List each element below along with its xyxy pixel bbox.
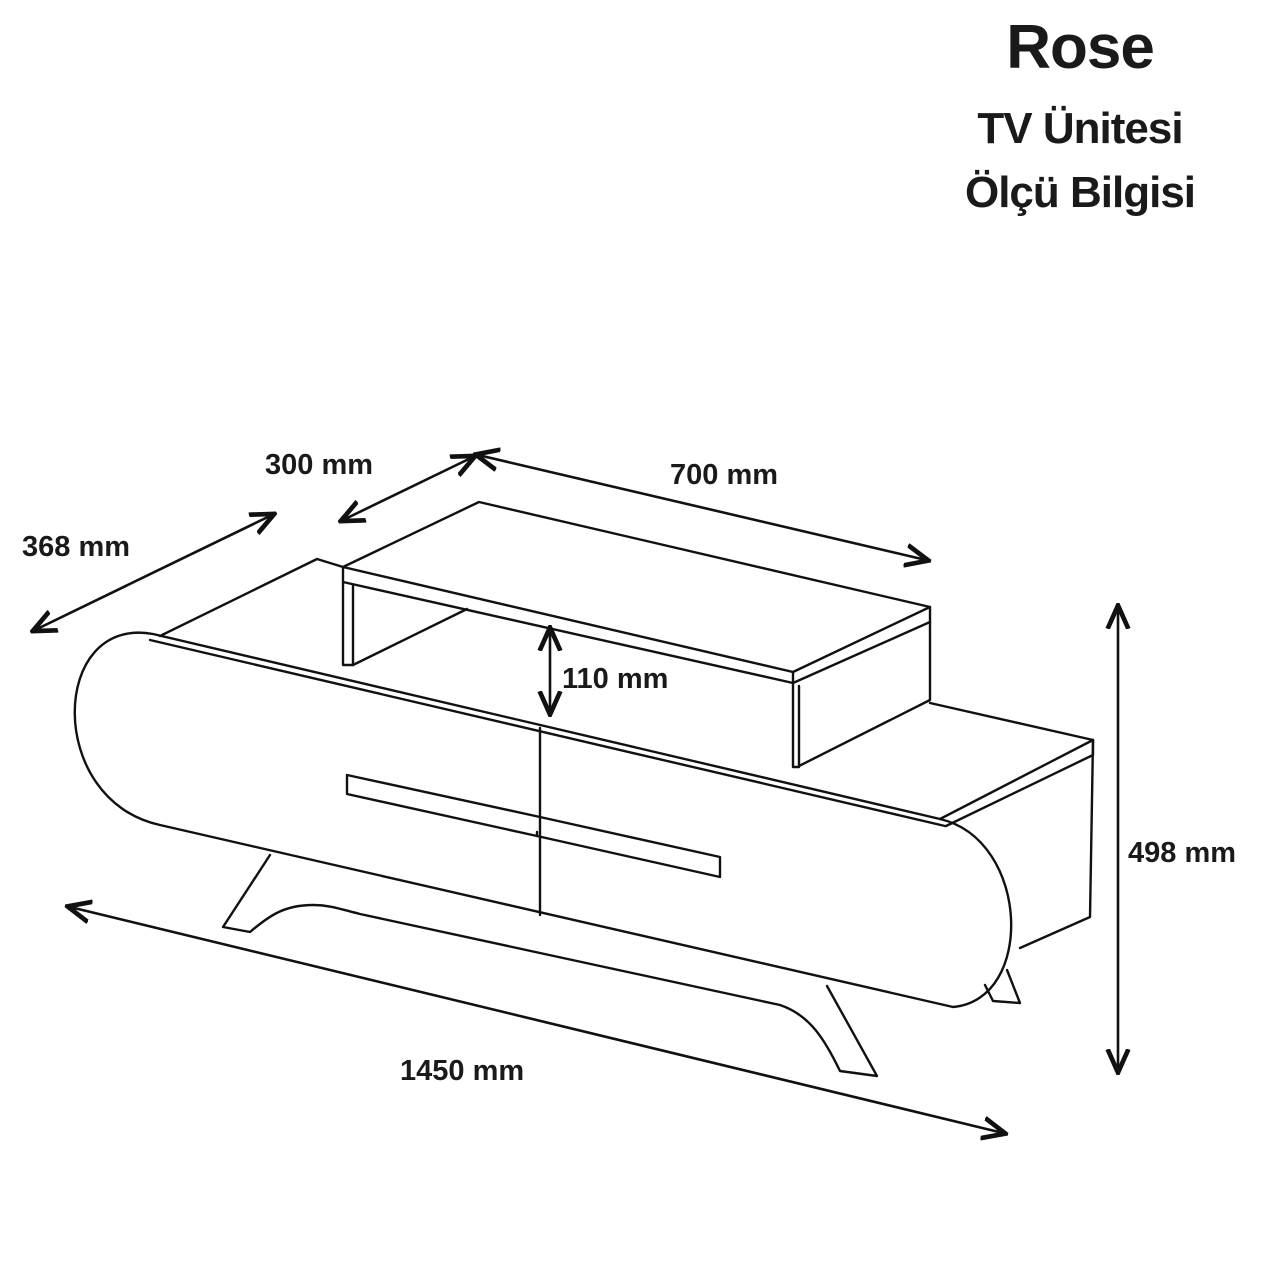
height-total-label: 498 mm [1128, 837, 1236, 869]
legs [221, 853, 1022, 1078]
depth-total-arrow [35, 515, 272, 630]
shelf-clearance-label: 110 mm [562, 663, 668, 695]
width-total-label: 1450 mm [400, 1055, 524, 1087]
cabinet-body [73, 557, 1095, 1009]
width-total-arrow [70, 907, 1003, 1133]
depth-total-label: 368 mm [22, 531, 130, 563]
width-shelf-label: 700 mm [670, 459, 778, 491]
product-type: TV Ünitesi [977, 104, 1183, 153]
depth-shelf-label: 300 mm [265, 449, 373, 481]
depth-shelf-arrow [343, 457, 473, 520]
top-shelf [341, 500, 932, 769]
width-shelf-arrow [478, 455, 926, 560]
product-name: Rose [1006, 13, 1155, 82]
diagram-subtitle: Ölçü Bilgisi [964, 168, 1196, 217]
